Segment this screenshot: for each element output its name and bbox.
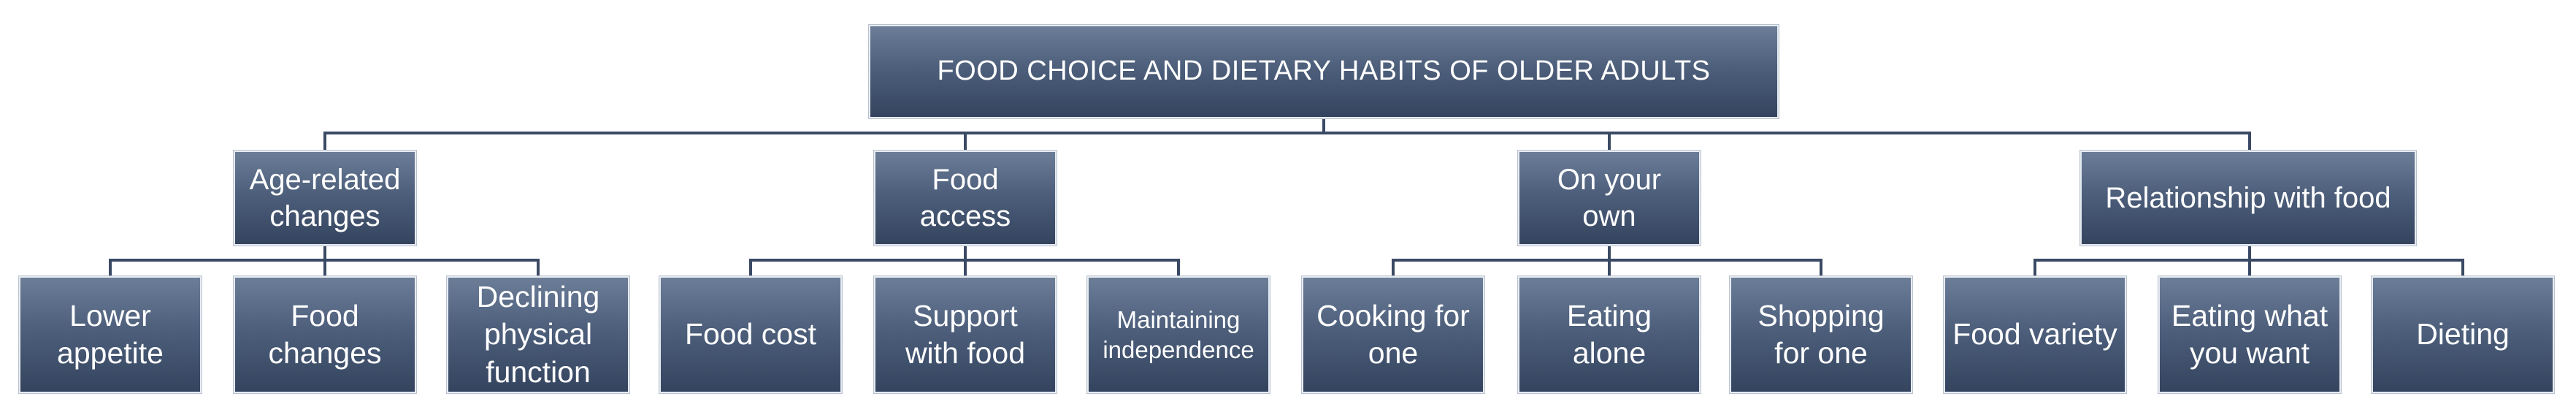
group-stem-connector: [2248, 244, 2251, 260]
leaf-drop-connector: [2033, 259, 2036, 276]
leaf-node-support-with-food: Support with food: [874, 276, 1057, 393]
group-bus-connector: [1392, 259, 1822, 262]
leaf-node-food-variety: Food variety: [1944, 276, 2126, 393]
leaf-label: Cooking for one: [1316, 298, 1470, 370]
leaf-node-eating-alone: Eating alone: [1518, 276, 1701, 393]
root-node: FOOD CHOICE AND DIETARY HABITS OF OLDER …: [869, 25, 1779, 118]
category-node-on-your-own: On your own: [1518, 151, 1701, 246]
leaf-drop-connector: [1177, 259, 1180, 276]
leaf-label: Food cost: [684, 317, 817, 352]
leaf-drop-connector: [1392, 259, 1395, 276]
leaf-node-cooking-for-one: Cooking for one: [1302, 276, 1484, 393]
leaf-label: Dieting: [2416, 317, 2510, 352]
leaf-drop-connector: [1608, 259, 1611, 276]
category-node-relationship-with-food: Relationship with food: [2080, 151, 2416, 246]
leaf-node-declining-physical-function: Declining physical function: [447, 276, 629, 393]
leaf-drop-connector: [749, 259, 752, 276]
leaf-label: Support with food: [905, 298, 1026, 370]
category-drop-connector: [323, 132, 326, 151]
group-stem-connector: [964, 244, 967, 260]
leaf-node-dieting: Dieting: [2372, 276, 2554, 393]
leaf-node-eating-what-you-want: Eating what you want: [2158, 276, 2341, 393]
leaf-label: Declining physical function: [476, 280, 600, 389]
category-label: On your own: [1557, 164, 1662, 232]
category-label: Food access: [919, 164, 1011, 232]
leaf-node-shopping-for-one: Shopping for one: [1730, 276, 1912, 393]
leaf-drop-connector: [537, 259, 540, 276]
leaf-drop-connector: [2461, 259, 2464, 276]
leaf-label: Eating alone: [1566, 298, 1652, 370]
category-label: Relationship with food: [2105, 182, 2391, 214]
leaf-label: Lower appetite: [57, 298, 164, 370]
leaf-label: Food variety: [1952, 317, 2117, 352]
leaf-node-food-changes: Food changes: [234, 276, 416, 393]
category-drop-connector: [1608, 132, 1611, 151]
root-bus-connector: [323, 132, 2251, 134]
category-node-food-access: Food access: [874, 151, 1057, 246]
leaf-drop-connector: [2248, 259, 2251, 276]
leaf-drop-connector: [964, 259, 967, 276]
root-stem-connector: [1322, 117, 1325, 133]
category-label: Age-related changes: [249, 164, 401, 232]
leaf-drop-connector: [1820, 259, 1822, 276]
leaf-node-food-cost: Food cost: [659, 276, 842, 393]
leaf-label: Food changes: [268, 298, 382, 370]
category-drop-connector: [964, 132, 967, 151]
category-drop-connector: [2248, 132, 2251, 151]
leaf-node-lower-appetite: Lower appetite: [19, 276, 202, 393]
leaf-drop-connector: [109, 259, 112, 276]
group-stem-connector: [1608, 244, 1611, 260]
root-label: FOOD CHOICE AND DIETARY HABITS OF OLDER …: [937, 56, 1711, 87]
leaf-drop-connector: [323, 259, 326, 276]
group-stem-connector: [323, 244, 326, 260]
category-node-age-related-changes: Age-related changes: [234, 151, 416, 246]
leaf-label: Maintaining independence: [1103, 305, 1254, 363]
leaf-node-maintaining-independence: Maintaining independence: [1087, 276, 1270, 393]
leaf-label: Shopping for one: [1757, 298, 1885, 370]
leaf-label: Eating what you want: [2171, 298, 2328, 370]
